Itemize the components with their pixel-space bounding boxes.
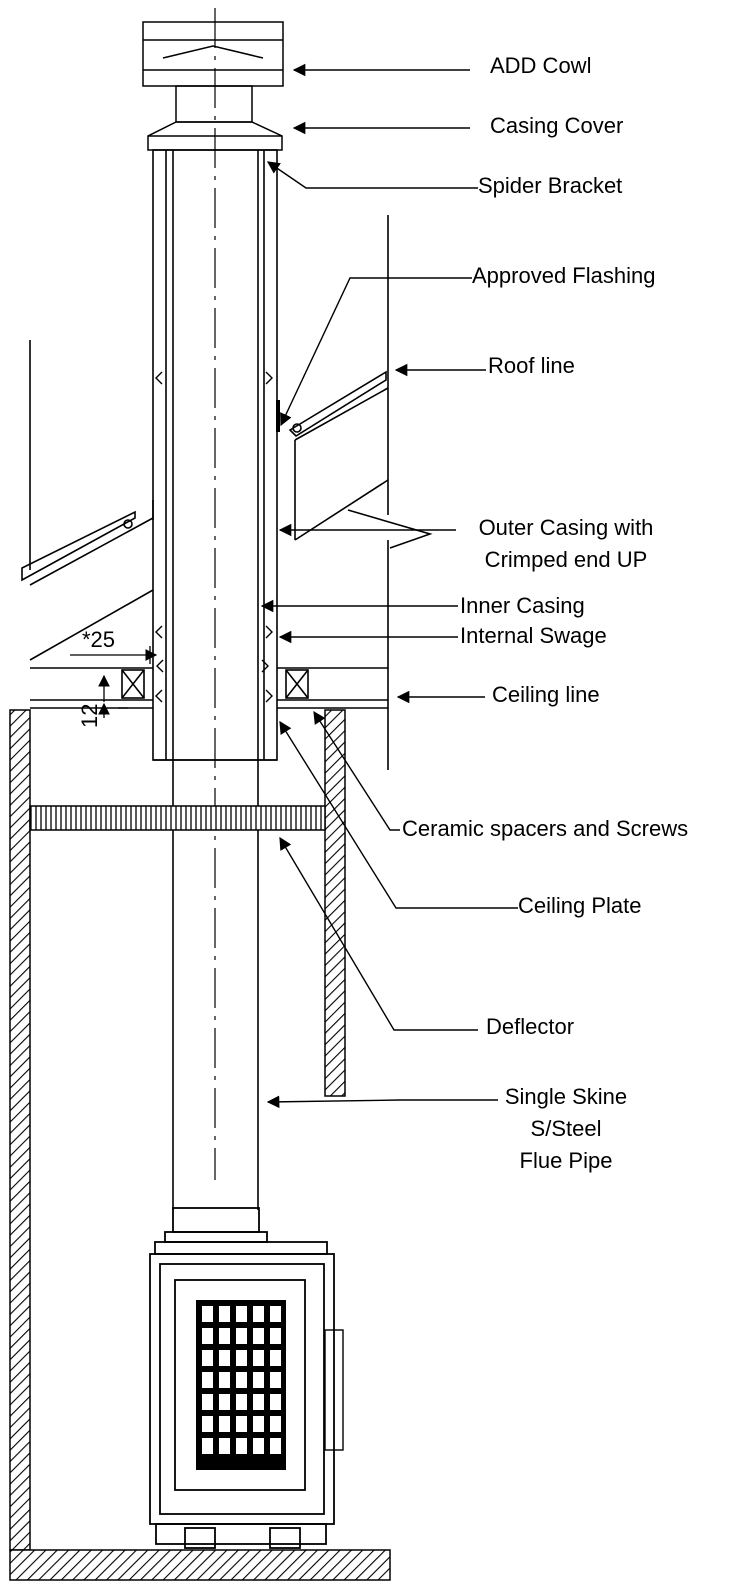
deflector-band	[29, 805, 326, 831]
label-approved-flashing: Approved Flashing	[472, 263, 656, 288]
label-outer-casing-line1: Outer Casing with	[478, 515, 654, 540]
label-spider-bracket: Spider Bracket	[478, 173, 623, 198]
label-casing-cover: Casing Cover	[490, 113, 624, 138]
add-cowl	[142, 21, 284, 123]
leader-ceiling-plate	[279, 720, 518, 909]
label-flue-pipe-line1: Single Skine	[504, 1084, 628, 1109]
roof-left	[21, 340, 154, 661]
label-flue-pipe-line3: Flue Pipe	[519, 1148, 613, 1173]
leader-approved-flashing	[280, 277, 472, 427]
stove	[149, 1207, 344, 1549]
chimney-walls	[9, 709, 391, 1581]
leader-lines	[260, 63, 518, 1109]
label-internal-swage: Internal Swage	[460, 623, 607, 648]
leader-spider-bracket	[266, 161, 478, 189]
label-ceiling-line: Ceiling line	[492, 682, 600, 707]
label-flue-pipe-line2: S/Steel	[530, 1116, 602, 1141]
label-inner-casing: Inner Casing	[460, 593, 585, 618]
stove-window-panes	[202, 1306, 281, 1454]
dimension-ceiling-offset: 12	[77, 703, 102, 728]
dimension-marks	[70, 646, 158, 718]
label-deflector: Deflector	[486, 1014, 575, 1039]
label-add-cowl: ADD Cowl	[490, 53, 592, 78]
label-outer-casing-line2: Crimped end UP	[484, 547, 648, 572]
leader-deflector	[279, 836, 478, 1031]
leader-ceramic-spacers	[313, 710, 400, 831]
roof-right	[276, 215, 433, 770]
label-roof-line: Roof line	[488, 353, 575, 378]
label-ceiling-plate: Ceiling Plate	[518, 893, 642, 918]
flue-pipe	[153, 150, 277, 1210]
swage-marks	[155, 371, 273, 703]
dimension-gap: *25	[82, 627, 116, 652]
ceiling-joists	[30, 667, 388, 709]
label-ceramic-spacers: Ceramic spacers and Screws	[402, 816, 689, 841]
